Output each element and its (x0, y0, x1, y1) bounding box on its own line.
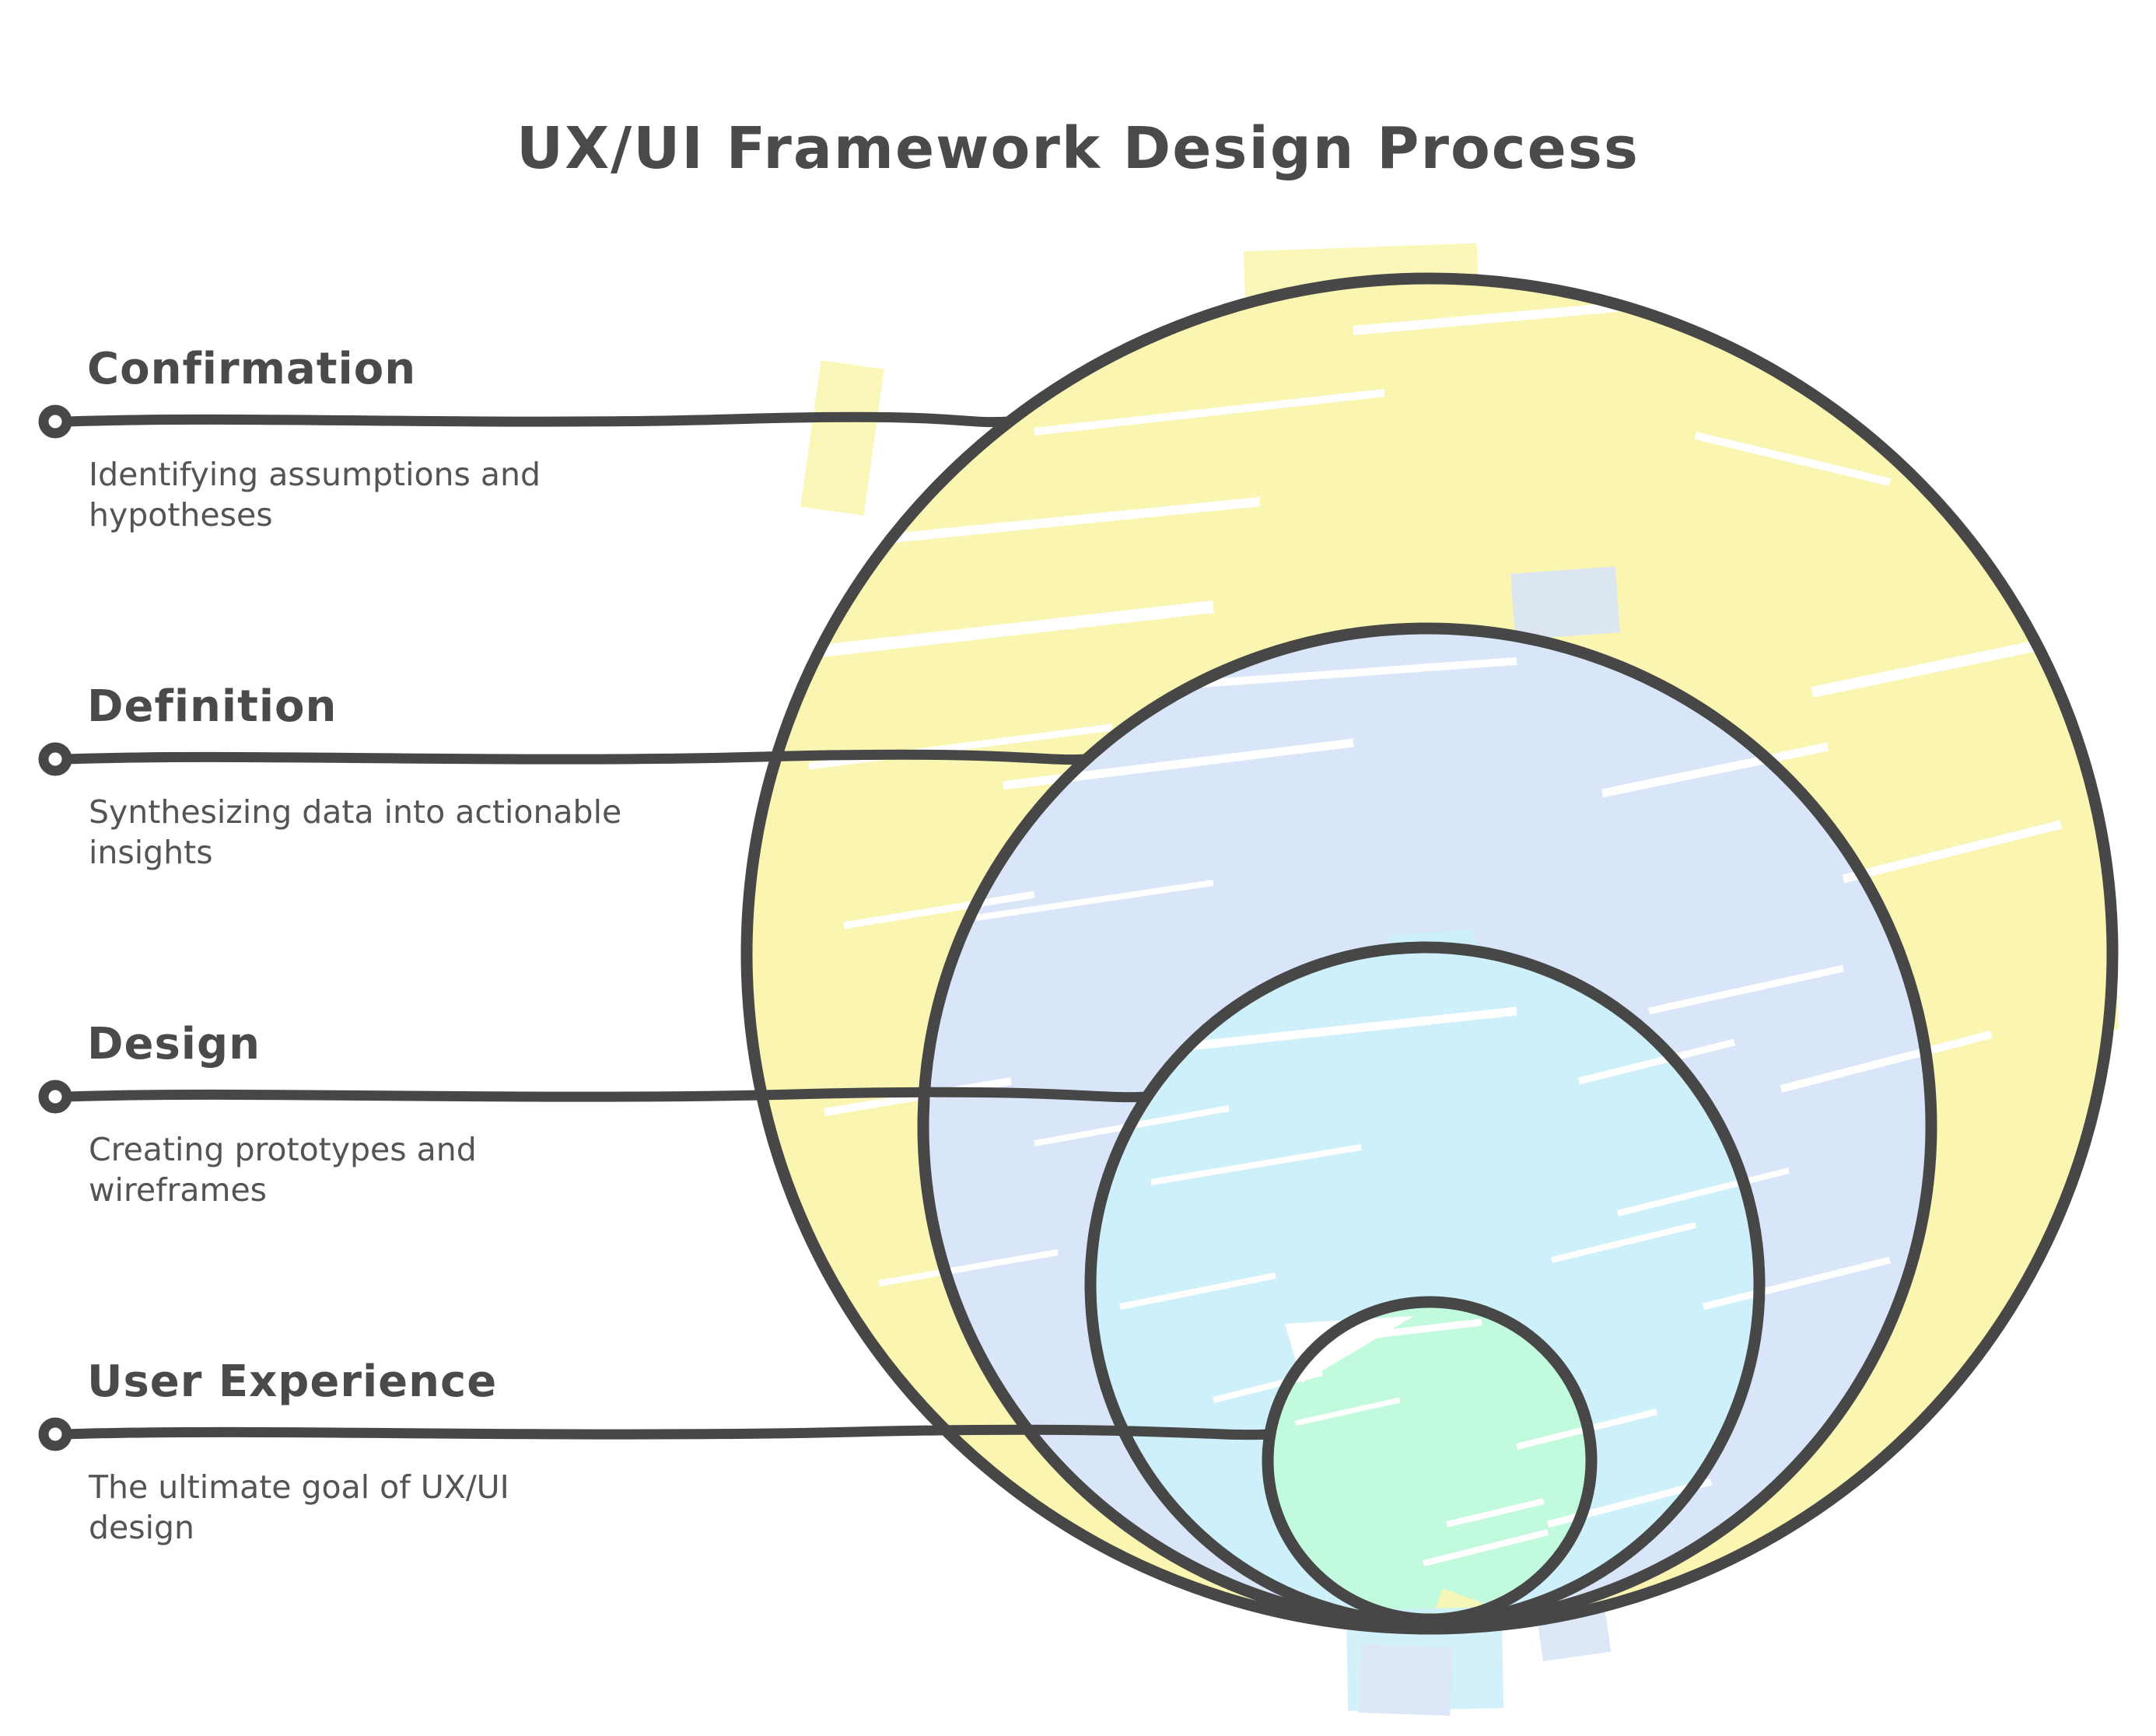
scribble-streaks (765, 303, 2063, 1566)
connector-confirmation (65, 411, 1010, 428)
stage-heading-confirmation: Confirmation (87, 344, 417, 394)
circle-outlines (740, 272, 2119, 1635)
stage-heading-definition: Definition (87, 681, 338, 732)
connector-endpoint-definition (38, 742, 72, 776)
scribble-notch (1285, 1316, 1414, 1383)
connector-design (65, 1087, 1148, 1103)
stage-description-design: Creating prototypes and wireframes (89, 1129, 477, 1211)
stage-heading-ux: User Experience (87, 1356, 498, 1407)
connector-definition (65, 749, 1087, 765)
overflow-patch (2056, 893, 2119, 1032)
connector-lines (65, 411, 1271, 1440)
connector-endpoint-design (38, 1080, 72, 1114)
stage-description-line: Creating prototypes and (89, 1131, 477, 1168)
stage-description-line: design (89, 1509, 195, 1547)
stage-description-line: Identifying assumptions and (89, 456, 541, 493)
page-title: UX/UI Framework Design Process (516, 115, 1640, 182)
overflow-patch (800, 360, 884, 516)
stage-description-definition: Synthesizing data into actionable insigh… (89, 792, 621, 873)
stage-description-line: wireframes (89, 1171, 268, 1209)
stage-description-line: hypotheses (89, 496, 273, 534)
stage-description-line: insights (89, 834, 213, 872)
overflow-patch (1510, 566, 1620, 640)
connector-endpoint-confirmation (38, 404, 72, 439)
stage-description-confirmation: Identifying assumptions and hypotheses (89, 454, 541, 536)
stage-description-line: Synthesizing data into actionable (89, 793, 622, 831)
connector-endpoint-ux (38, 1417, 72, 1451)
ux-circle-outline (1262, 1296, 1598, 1626)
stage-heading-design: Design (87, 1019, 261, 1069)
overflow-patch (1537, 1612, 1612, 1661)
connector-ux (65, 1424, 1271, 1440)
connector-endpoints (38, 404, 72, 1451)
overflow-patch (1358, 1643, 1453, 1717)
stage-description-ux: The ultimate goal of UX/UI design (89, 1467, 509, 1549)
stage-description-line: The ultimate goal of UX/UI (89, 1468, 509, 1506)
